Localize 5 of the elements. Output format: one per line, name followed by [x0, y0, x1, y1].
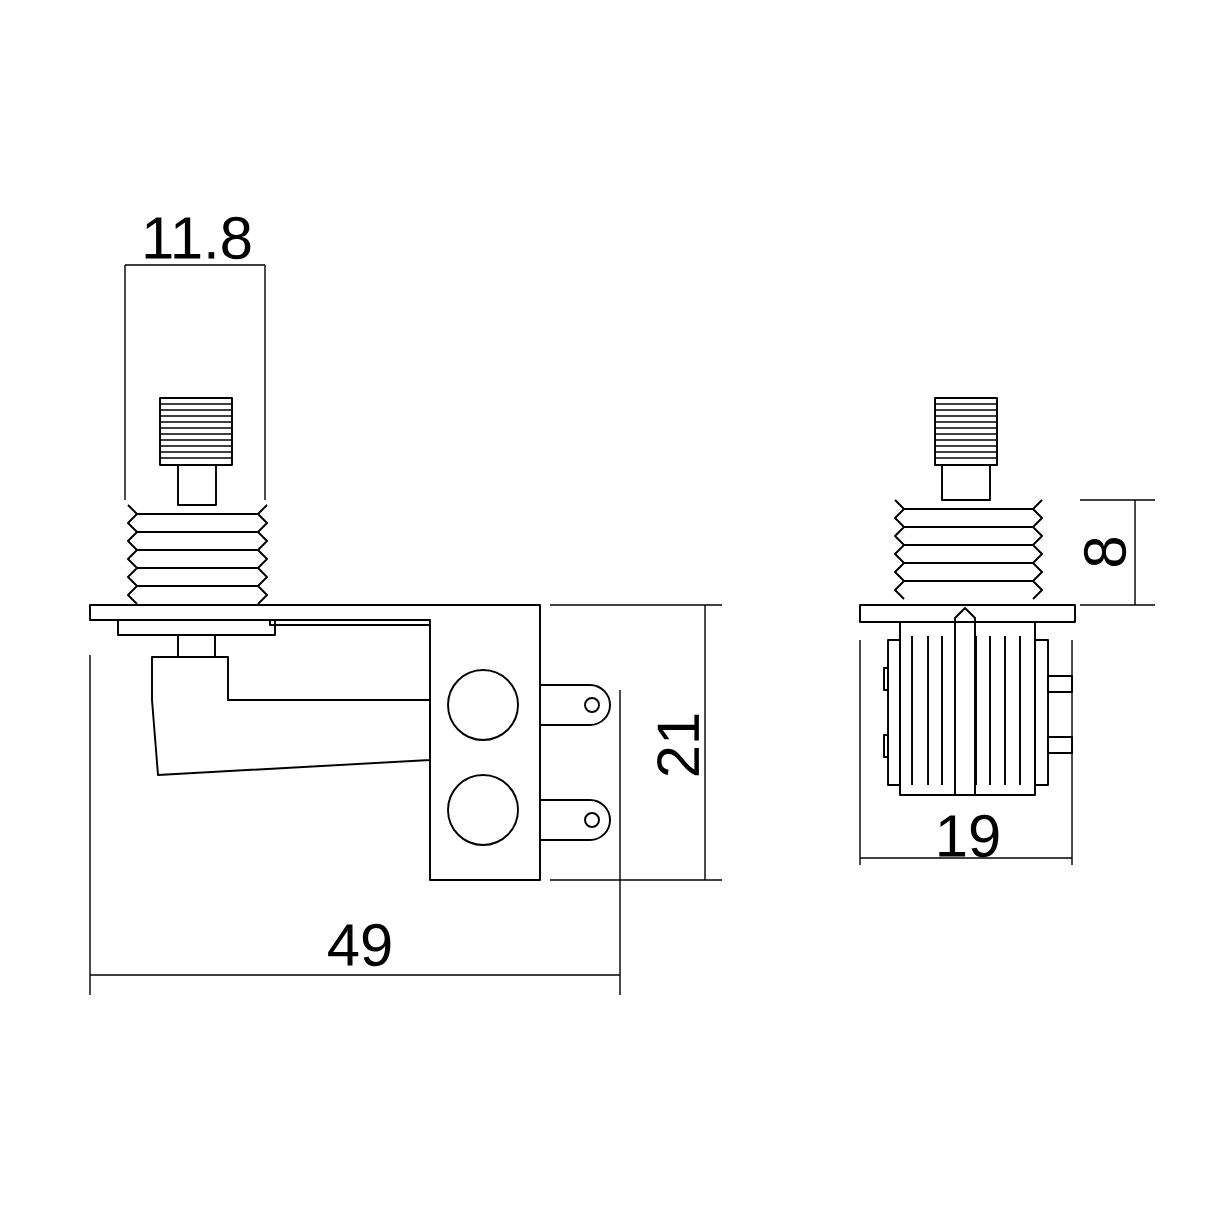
dimension-label: 11.8 — [145, 216, 251, 260]
dimension-label: 8 — [1083, 537, 1127, 566]
dimension-label: 49 — [328, 923, 391, 967]
dimension-label: 21 — [657, 714, 699, 776]
dimension-label: 19 — [939, 814, 999, 858]
